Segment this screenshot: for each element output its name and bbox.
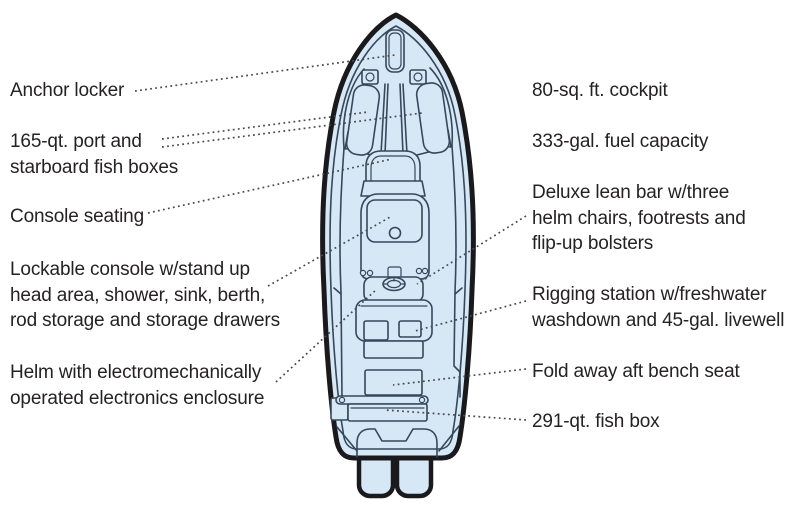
transom-diagonals (336, 425, 460, 452)
leader-fish-box-291 (384, 409, 527, 421)
leader-aft-bench-seat (392, 368, 527, 386)
label-cockpit: 80-sq. ft. cockpit (532, 80, 668, 101)
console-seat-cushion (360, 180, 426, 197)
console-hatch (366, 199, 423, 243)
anchor-locker-hatch (385, 29, 405, 73)
label-console-seating: Console seating (10, 206, 145, 227)
port-coaming-line (339, 68, 365, 398)
leader-lean-bar (416, 215, 527, 285)
leader-rigging-station (414, 300, 527, 332)
starboard-coaming-line (429, 67, 461, 398)
console (360, 193, 430, 280)
bow-latch-starboard (413, 72, 423, 82)
aft-rail-hinge-port (338, 396, 346, 404)
label-fish-box-291: 291-qt. fish box (532, 411, 660, 432)
anchor-locker-hatch-inner (388, 32, 402, 70)
starboard-fish-box (415, 82, 451, 154)
lean-bar-base (363, 340, 424, 359)
port-fish-box (345, 84, 381, 156)
label-anchor-locker: Anchor locker (10, 80, 125, 101)
aft-rail-hinge-starboard (418, 396, 426, 404)
console-latch (366, 269, 374, 277)
aft-rail (335, 395, 429, 405)
console-latch (421, 267, 429, 275)
bow-latch-port (365, 72, 375, 82)
label-rigging-station: Rigging station w/freshwater washdown an… (532, 284, 785, 331)
label-lockable-console: Lockable console w/stand up head area, s… (10, 259, 280, 331)
gunwale-inner-line (329, 25, 467, 450)
console-hatch-knob (388, 226, 402, 240)
motor-well (356, 428, 438, 458)
leader-console-seating (147, 158, 393, 214)
console-latch (359, 269, 367, 277)
label-fish-boxes: 165-qt. port and starboard fish boxes (10, 131, 179, 178)
label-fuel-capacity: 333-gal. fuel capacity (532, 131, 709, 152)
label-helm: Helm with electromechanically operated e… (10, 362, 265, 409)
leader-lockable-console (267, 215, 393, 287)
lean-bar-footrest-starboard (398, 320, 422, 338)
transom-fish-box (347, 403, 428, 422)
label-aft-bench-seat: Fold away aft bench seat (532, 361, 740, 382)
console-seat-inner-line (370, 155, 416, 182)
fold-away-bench-unit (364, 369, 423, 396)
bow-walkway (380, 83, 408, 155)
console-latch (415, 267, 423, 275)
label-lean-bar: Deluxe lean bar w/three helm chairs, foo… (532, 182, 746, 254)
steering-wheel-spokes (382, 277, 406, 285)
lean-bar-footrest-port (363, 320, 389, 341)
